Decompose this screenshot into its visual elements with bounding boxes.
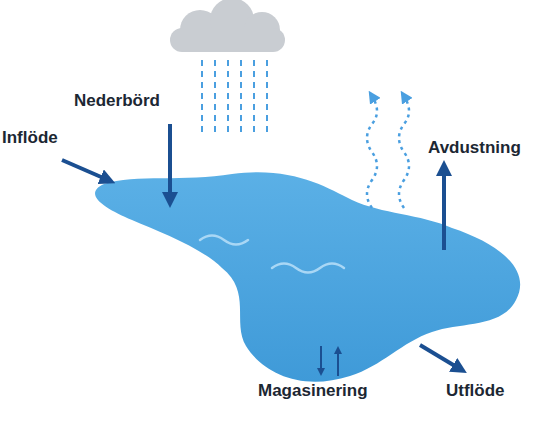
rain-dash — [240, 104, 242, 110]
rain-dash — [240, 71, 242, 77]
rain-dash — [201, 60, 203, 66]
rain-dash — [227, 71, 229, 77]
rain-dash — [214, 115, 216, 121]
rain-dash — [227, 115, 229, 121]
rain-dash — [201, 71, 203, 77]
flow-arrows — [62, 124, 460, 369]
rain-dash — [227, 82, 229, 88]
rain-dash — [201, 126, 203, 132]
rain-dash — [240, 126, 242, 132]
rain-dash — [214, 60, 216, 66]
rain-dash — [253, 104, 255, 110]
rain-dash — [253, 115, 255, 121]
rain-dash — [266, 126, 268, 132]
rain-dash — [214, 82, 216, 88]
waves — [200, 236, 344, 273]
flow-label: Inflöde — [2, 129, 58, 148]
rain-dash — [201, 104, 203, 110]
rain-dash — [253, 93, 255, 99]
rain-dash — [214, 104, 216, 110]
flow-label: Magasinering — [258, 382, 368, 401]
rain-dash — [227, 104, 229, 110]
rain-dash — [266, 115, 268, 121]
rain-dash — [266, 71, 268, 77]
rain-dash — [240, 82, 242, 88]
rain-dash — [266, 104, 268, 110]
rain-dash — [214, 93, 216, 99]
rain-dash — [253, 126, 255, 132]
rain-dash — [201, 82, 203, 88]
rain-dash — [214, 71, 216, 77]
rain-dash — [214, 126, 216, 132]
rain-dash — [253, 71, 255, 77]
rain-dash — [227, 93, 229, 99]
rain — [202, 60, 267, 132]
rain-dash — [227, 60, 229, 66]
rain-dash — [201, 93, 203, 99]
rain-dash — [201, 115, 203, 121]
rain-dash — [253, 60, 255, 66]
flow-label: Avdustning — [428, 139, 521, 158]
rain-dash — [240, 115, 242, 121]
storage-arrows — [321, 346, 338, 376]
rain-dash — [227, 126, 229, 132]
vapour-arrows — [367, 96, 409, 208]
rain-dash — [253, 82, 255, 88]
rain-dash — [240, 93, 242, 99]
rain-dash — [240, 60, 242, 66]
rain-dash — [266, 82, 268, 88]
flow-label: Utflöde — [446, 382, 505, 401]
flow-label: Nederbörd — [74, 92, 160, 111]
lake — [95, 172, 520, 382]
rain-dash — [266, 93, 268, 99]
rain-dash — [266, 60, 268, 66]
cloud — [170, 0, 285, 52]
